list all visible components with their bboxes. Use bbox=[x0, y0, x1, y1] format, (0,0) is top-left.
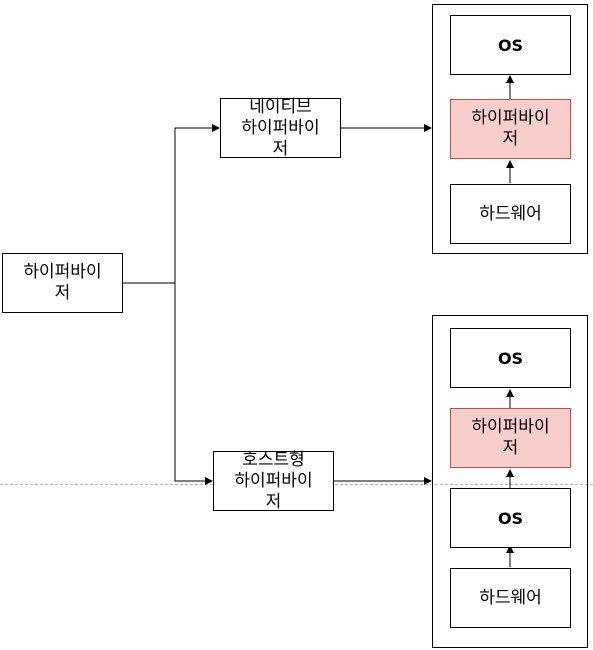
hosted-hypervisor-node: 호스트형 하이퍼바이 저 bbox=[213, 449, 334, 512]
native-hypervisor-box-label: 하이퍼바이 저 bbox=[471, 108, 550, 149]
native-stack-frame bbox=[432, 4, 588, 254]
hosted-hardware-label: 하드웨어 bbox=[479, 587, 542, 608]
hosted-hardware-box: 하드웨어 bbox=[450, 568, 571, 628]
hosted-host-os-box: OS bbox=[450, 488, 571, 548]
hosted-guest-os-label: OS bbox=[497, 348, 524, 368]
root-connector bbox=[123, 124, 220, 485]
hosted-stack-frame bbox=[432, 315, 588, 648]
hosted-hypervisor-box: 하이퍼바이 저 bbox=[450, 408, 571, 468]
native-hypervisor-node: 네이티브 하이퍼바이 저 bbox=[220, 96, 341, 159]
hosted-hypervisor-label: 호스트형 하이퍼바이 저 bbox=[234, 449, 313, 512]
hypervisor-root-node: 하이퍼바이 저 bbox=[2, 253, 123, 313]
hosted-guest-os-box: OS bbox=[450, 328, 571, 388]
native-hypervisor-box: 하이퍼바이 저 bbox=[450, 99, 571, 159]
native-hypervisor-label: 네이티브 하이퍼바이 저 bbox=[241, 96, 320, 159]
hosted-hypervisor-box-label: 하이퍼바이 저 bbox=[471, 417, 550, 458]
hosted-host-os-label: OS bbox=[497, 508, 524, 528]
native-hardware-box: 하드웨어 bbox=[450, 184, 571, 244]
branch-connector bbox=[334, 124, 432, 485]
hypervisor-root-label: 하이퍼바이 저 bbox=[23, 262, 102, 303]
native-os-label: OS bbox=[497, 35, 524, 55]
native-os-box: OS bbox=[450, 15, 571, 75]
native-hardware-label: 하드웨어 bbox=[479, 203, 542, 224]
